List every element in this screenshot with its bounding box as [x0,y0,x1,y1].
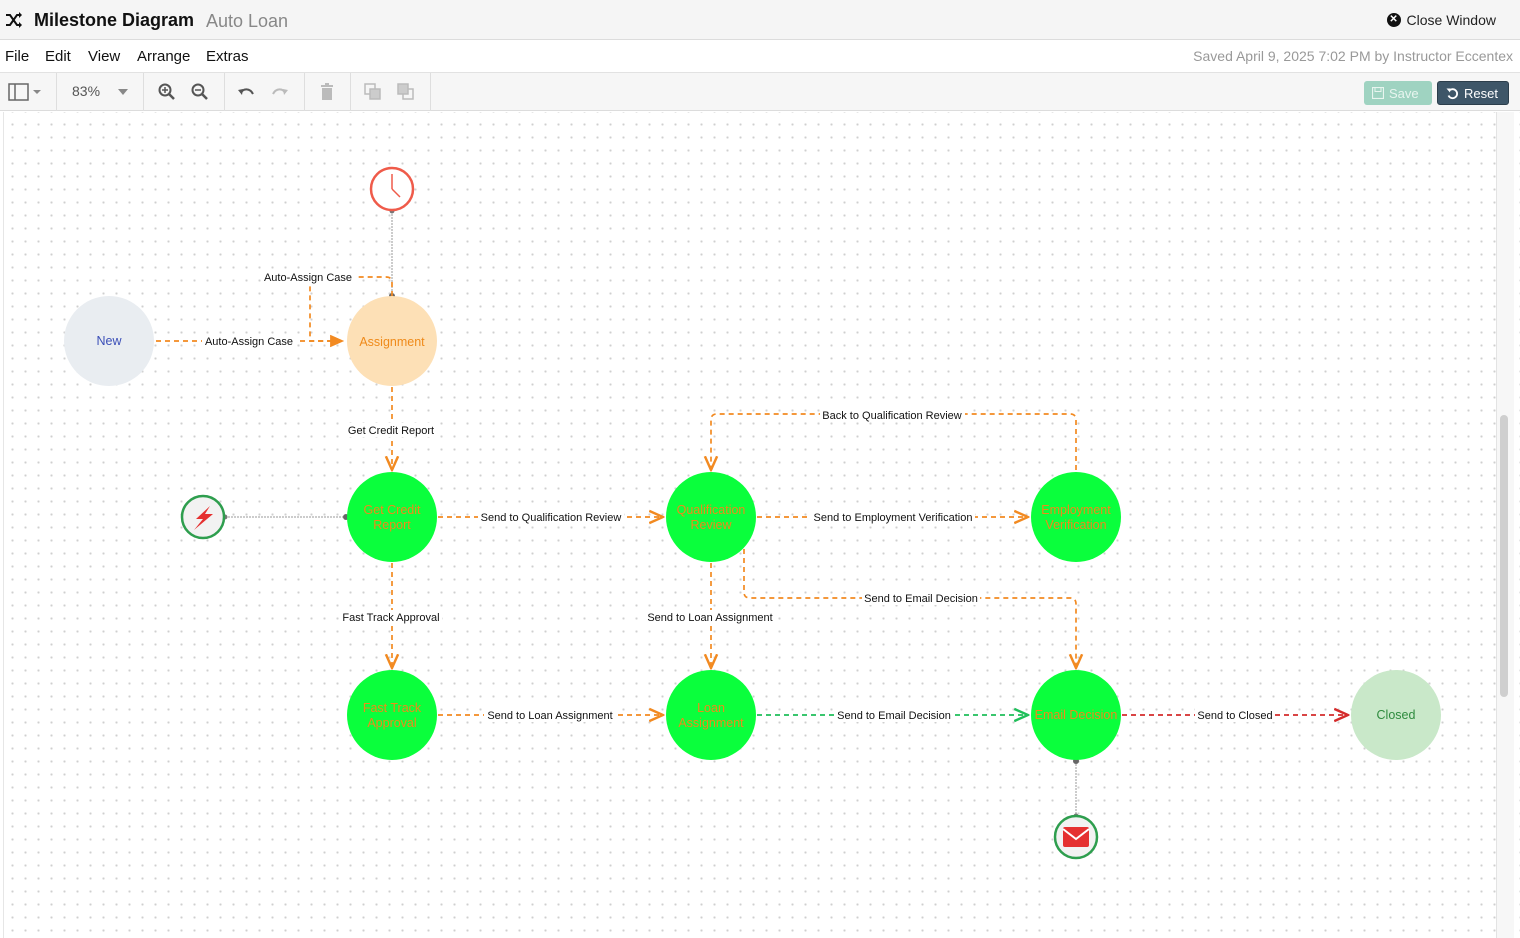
email-event[interactable] [1053,814,1099,860]
edge-labels: Auto-Assign Case Auto-Assign Case Get Cr… [202,270,1275,722]
label-send-closed: Send to Closed [1197,710,1272,722]
node-get-credit-label-1: Get Credit [364,503,421,517]
node-get-credit-report[interactable]: Get Credit Report [347,472,437,562]
label-send-emp: Send to Employment Verification [814,512,973,524]
node-email-decision-label: Email Decision [1035,708,1118,722]
label-fast-track: Fast Track Approval [342,612,439,624]
node-closed[interactable]: Closed [1351,670,1441,760]
save-label: Save [1389,85,1419,101]
signal-event[interactable] [180,494,226,540]
saved-status: Saved April 9, 2025 7:02 PM by Instructo… [1193,48,1513,64]
window-subtitle: Auto Loan [206,11,289,31]
node-qual-label-2: Review [691,518,733,532]
shuffle-icon [6,12,22,28]
clock-icon [391,174,401,198]
redo-icon [272,88,288,95]
node-new[interactable]: New [64,296,154,386]
node-get-credit-label-2: Report [373,518,411,532]
close-window-button[interactable]: ✕ Close Window [1386,12,1496,28]
panel-layout-button[interactable] [6,81,44,103]
diagram-canvas[interactable] [0,112,1520,938]
node-assignment[interactable]: Assignment [347,296,437,386]
zoom-in-icon [158,83,175,100]
node-assignment-label: Assignment [359,335,425,349]
undo-icon [238,88,254,95]
undo-button[interactable] [236,81,256,103]
zoom-in-button[interactable] [157,81,177,103]
label-get-credit: Get Credit Report [348,425,434,437]
menu-view[interactable]: View [88,48,121,65]
menu-bar: File Edit View Arrange Extras Saved Apri… [0,40,1520,73]
node-qual-label-1: Qualification [677,503,746,517]
label-send-email-upper: Send to Email Decision [864,593,978,605]
menu-edit[interactable]: Edit [45,48,71,65]
label-auto-assign-left: Auto-Assign Case [205,336,293,348]
node-closed-label: Closed [1377,708,1416,722]
close-window-label: Close Window [1406,12,1496,28]
redo-button[interactable] [270,81,290,103]
layout-icon [8,83,41,101]
reset-label: Reset [1464,85,1498,101]
edge-back-qual[interactable] [711,413,1077,470]
window-title: Milestone Diagram [34,10,195,30]
save-button[interactable]: Save [1364,81,1432,105]
node-fast-label-2: Approval [367,716,416,730]
trash-icon [321,83,333,100]
node-new-label: New [96,334,122,348]
reset-icon [1446,87,1458,99]
node-emp-label-1: Employment [1041,503,1111,517]
node-email-decision[interactable]: Email Decision [1031,670,1121,760]
close-icon: ✕ [1386,13,1401,27]
label-send-loan-down: Send to Loan Assignment [647,612,772,624]
node-fast-track-approval[interactable]: Fast Track Approval [347,670,437,760]
label-auto-assign-top: Auto-Assign Case [264,272,352,284]
envelope-icon [1062,827,1090,847]
node-emp-label-2: Verification [1045,518,1106,532]
label-send-qual: Send to Qualification Review [481,512,622,524]
canvas-left-edge [0,112,4,938]
zoom-level[interactable]: 83% [72,83,101,99]
title-bar: Milestone Diagram Auto Loan ✕ Close Wind… [0,0,1520,40]
node-qualification-review[interactable]: Qualification Review [666,472,756,562]
node-loan-assignment[interactable]: Loan Assignment [666,670,756,760]
reset-button[interactable]: Reset [1437,81,1509,105]
chevron-down-icon [118,89,128,95]
menu-arrange[interactable]: Arrange [137,48,191,65]
floppy-icon [1372,87,1384,99]
timer-event[interactable] [369,166,415,212]
label-send-email-lower: Send to Email Decision [837,710,951,722]
label-back-qual: Back to Qualification Review [822,410,961,422]
zoom-dropdown[interactable] [116,81,130,103]
toolbar: 83% [0,73,1520,111]
menu-extras[interactable]: Extras [206,48,249,65]
label-send-loan-right: Send to Loan Assignment [487,710,612,722]
lightning-icon [194,506,213,530]
node-fast-label-1: Fast Track [363,701,422,715]
send-to-back-button[interactable] [396,81,416,103]
edge-send-email-upper[interactable] [743,549,1076,668]
node-loan-label-2: Assignment [678,716,744,730]
bring-front-icon [364,83,381,100]
delete-button[interactable] [317,81,337,103]
zoom-out-icon [191,83,208,100]
scrollbar-thumb[interactable] [1500,415,1508,697]
bring-to-front-button[interactable] [363,81,383,103]
zoom-out-button[interactable] [190,81,210,103]
node-loan-label-1: Loan [697,701,725,715]
menu-file[interactable]: File [5,48,30,65]
send-back-icon [397,83,414,100]
node-employment-verification[interactable]: Employment Verification [1031,472,1121,562]
